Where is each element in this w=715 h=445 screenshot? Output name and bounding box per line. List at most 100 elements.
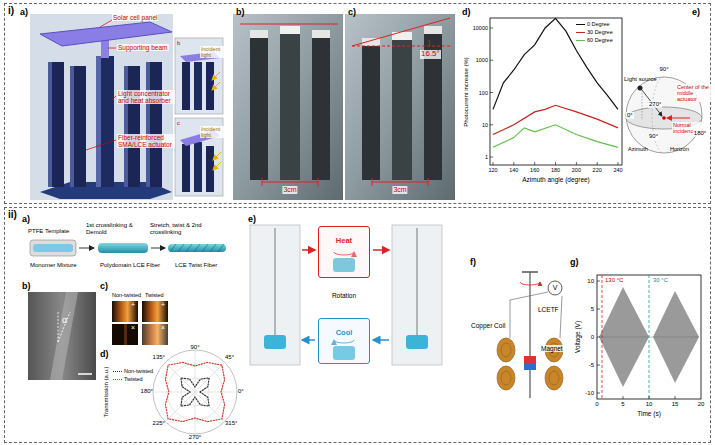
- figure-label: 3cm: [282, 186, 297, 194]
- figure-label: d): [100, 350, 109, 360]
- figure-label: c): [348, 8, 356, 18]
- figure-label: Time (s): [637, 410, 661, 417]
- figure-label: Light source: [624, 76, 657, 83]
- figure-label: Azimuth angle (degree): [522, 176, 590, 183]
- figure-label: a): [22, 215, 30, 225]
- figure-label: 3cm: [392, 186, 407, 194]
- panel-frame: ii) HeatCool: [4, 207, 711, 443]
- legend-text: Non-twisted: [124, 368, 153, 374]
- legend-line-sample: [576, 40, 585, 41]
- figure-label: 270°: [189, 434, 201, 441]
- figure-label: b): [236, 8, 245, 18]
- state-box: Heat: [318, 226, 370, 278]
- state-label: Heat: [336, 236, 352, 245]
- figure-label: a): [20, 8, 28, 18]
- figure-label: 90°: [190, 344, 199, 351]
- legend-text: Twisted: [124, 376, 143, 382]
- figure-label: f): [470, 258, 476, 268]
- figure-label: 0: [595, 401, 598, 408]
- figure-label: 90°: [648, 133, 659, 140]
- figure-label: b: [177, 40, 180, 47]
- figure-label: 180°: [693, 130, 707, 137]
- legend-line-sample: [576, 24, 585, 25]
- figure-label: 200: [572, 167, 581, 173]
- figure-label: Stretch, twist & 2nd crosslinking: [150, 222, 214, 235]
- figure-label: -5: [589, 362, 594, 369]
- state-label: Cool: [336, 328, 353, 337]
- figure-label: 10: [587, 278, 594, 285]
- figure-label: PTFE Template: [28, 228, 69, 235]
- figure-label: 20: [698, 401, 705, 408]
- figure-label: g): [570, 258, 579, 268]
- figure-label: 180: [551, 167, 560, 173]
- figure-label: Twisted: [145, 292, 164, 298]
- figure-label: Voltage (V): [574, 321, 581, 353]
- panel-number: i): [8, 5, 14, 16]
- figure-label: 16.5°: [420, 50, 441, 59]
- state-box: Cool: [318, 318, 370, 364]
- figure-label: Supporting beam: [117, 44, 169, 51]
- figure-label: 5: [591, 306, 594, 313]
- figure-label: LCE Twist Fiber: [175, 262, 217, 269]
- figure-label: Horizon: [670, 146, 689, 152]
- figure-label: 1000: [476, 57, 488, 63]
- figure-label: 240: [613, 167, 622, 173]
- figure-label: V: [553, 284, 558, 292]
- figure-label: Azimuth: [628, 146, 648, 152]
- figure-label: ×: [161, 324, 165, 332]
- legend-entry: Non-twisted: [113, 368, 153, 374]
- figure-label: ×: [131, 324, 135, 332]
- figure-label: 0°: [238, 388, 244, 395]
- figure-label: c): [100, 282, 108, 292]
- figure-label: 180°: [141, 388, 153, 395]
- figure-label: 10000: [473, 25, 488, 31]
- figure-label: Non-twisted: [112, 292, 141, 298]
- panel-number: ii): [8, 209, 17, 220]
- figure-label: 120: [488, 167, 497, 173]
- figure-label: 90°: [659, 66, 668, 73]
- figure-label: 315°: [225, 420, 237, 427]
- figure-label: 1: [485, 154, 488, 160]
- legend-line-sample: [576, 32, 585, 33]
- figure-label: 10: [646, 401, 653, 408]
- figure-label: Incident light: [200, 46, 224, 58]
- legend-line-sample: [113, 371, 122, 372]
- figure-label: LCETF: [537, 306, 560, 313]
- figure-label: 100: [479, 90, 488, 96]
- figure-label: Fiber-reinforced SMA/LCE actuator: [117, 134, 175, 148]
- figure-label: Incident light: [200, 126, 224, 138]
- figure-label: 10: [482, 122, 488, 128]
- legend-entry: 0 Degree: [576, 21, 610, 27]
- figure-label: Magnet: [540, 345, 564, 352]
- figure-label: 140: [509, 167, 518, 173]
- figure-label: 130 °C: [604, 277, 624, 284]
- figure-label: e): [692, 8, 700, 18]
- figure-label: 220: [593, 167, 602, 173]
- figure-label: e): [248, 215, 256, 225]
- figure-label: d): [462, 8, 471, 18]
- figure-label: 1st crosslinking & Demold: [86, 222, 136, 235]
- figure-label: Copper Coil: [470, 322, 506, 329]
- figure-label: Polydomain LCE Fiber: [100, 262, 160, 269]
- legend-line-sample: [113, 379, 122, 380]
- figure-label: Solar cell panel: [112, 14, 158, 21]
- figure-label: -10: [585, 390, 594, 397]
- legend-entry: 60 Degree: [576, 37, 613, 43]
- figure-label: Transmission (a.u.): [103, 366, 110, 417]
- legend-text: 0 Degree: [587, 21, 610, 27]
- figure-label: 225°: [153, 420, 165, 427]
- legend-text: 60 Degree: [587, 37, 613, 43]
- figure-label: Rotation: [332, 292, 356, 299]
- figure-label: c: [177, 120, 180, 127]
- figure-label: 15: [672, 401, 679, 408]
- legend-entry: 30 Degree: [576, 29, 613, 35]
- figure-label: 30 °C: [652, 277, 669, 284]
- figure-label: 270°: [648, 101, 662, 108]
- figure-label: 160: [530, 167, 539, 173]
- figure-label: 0°: [626, 112, 634, 119]
- figure-label: α: [62, 316, 67, 326]
- figure-label: +: [161, 301, 165, 309]
- legend-text: 30 Degree: [587, 29, 613, 35]
- figure-label: 45°: [225, 354, 234, 361]
- legend-entry: Twisted: [113, 376, 143, 382]
